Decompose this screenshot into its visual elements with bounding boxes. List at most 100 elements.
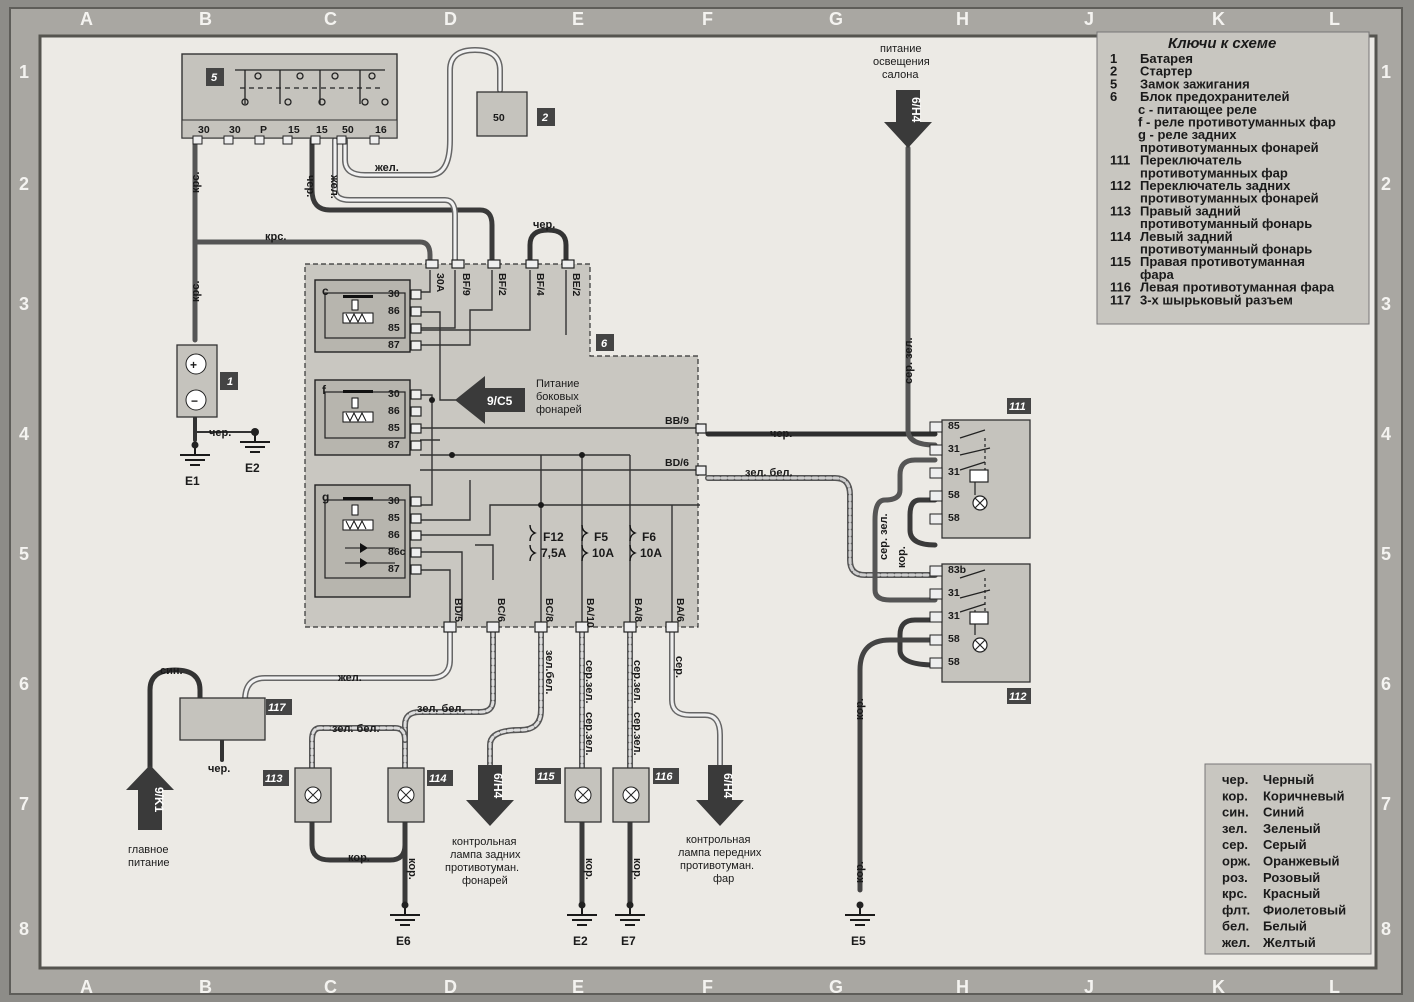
ignition-pin-pad xyxy=(369,135,380,145)
rear-label-1: контрольная xyxy=(452,836,517,848)
main-label-2: питание xyxy=(128,857,169,869)
relay-f-pin: 85 xyxy=(388,422,400,434)
wire-ser-zel-115-a: сер.зел. xyxy=(583,660,595,704)
grid-col-bottom-E: E xyxy=(572,977,584,997)
ignition-pin-pad xyxy=(310,135,321,145)
wire-kor-e2: кор. xyxy=(583,858,595,880)
wire-ser-zel-loop: сер. зел. xyxy=(878,513,890,560)
fuse-f6-value: 10A xyxy=(640,546,662,560)
arrow-side-lights: 9/C5 xyxy=(455,376,525,424)
color-name: Белый xyxy=(1263,919,1307,934)
ignition-pin-30: 30 xyxy=(229,124,241,136)
front-label-3: противотуман. xyxy=(680,860,754,872)
grid-col-bottom-A: A xyxy=(80,977,93,997)
relay-pin-pad xyxy=(410,423,422,434)
ground-label-E5: E5 xyxy=(851,934,866,948)
lamp-113: 113 xyxy=(263,767,332,823)
side-label-1: Питание xyxy=(536,378,579,390)
connector-117-num: 117 xyxy=(268,702,286,714)
relay-pin-pad xyxy=(410,496,422,507)
ground-label-E1: E1 xyxy=(185,474,200,488)
ignition-pin-30: 30 xyxy=(198,124,210,136)
grid-col-top-A: A xyxy=(80,9,93,29)
ignition-pin-15: 15 xyxy=(288,124,300,136)
lamp-116: 116 xyxy=(612,767,679,823)
labels: питание освещения салона Питание боковых… xyxy=(128,43,930,887)
fuse-bottom-pad xyxy=(534,621,548,633)
fuse-bottom-pin: BC/8 xyxy=(543,598,555,622)
wire-ser-zel-top: сер. зел. xyxy=(903,337,915,384)
arrow-front-lamp: 6/H4 xyxy=(696,765,744,826)
switch-pin-pad xyxy=(929,565,943,577)
grid-col-bottom-J: J xyxy=(1084,977,1094,997)
key-item-number: 2 xyxy=(1110,64,1117,79)
key-item-number: 114 xyxy=(1110,229,1132,244)
relay-g-pin: 87 xyxy=(388,563,400,575)
grid-row-left-1: 1 xyxy=(19,62,29,82)
ignition-pin-pad xyxy=(192,135,203,145)
relay-c xyxy=(314,279,411,353)
arrow-rear-lamp-label: 6/H4 xyxy=(491,773,505,799)
switch-pin-pad xyxy=(929,513,943,525)
starter-pin-50: 50 xyxy=(493,112,505,124)
relay-g-letter: g xyxy=(322,490,329,504)
main-label-1: главное xyxy=(128,844,168,856)
wire-krs-2: крс. xyxy=(265,231,286,243)
arrow-main-power: 9/K1 xyxy=(126,765,174,830)
ignition-pin-P: P xyxy=(260,124,267,136)
relay-pin-pad xyxy=(410,306,422,317)
wire-krs-3: крс. xyxy=(190,281,202,302)
grid-col-bottom-D: D xyxy=(444,977,457,997)
battery-1-num: 1 xyxy=(227,376,233,388)
fuse-top-pin: BE/2 xyxy=(570,273,582,297)
switch-pin-pad xyxy=(929,657,943,669)
connector-117: 117 xyxy=(179,697,292,741)
front-label-1: контрольная xyxy=(686,834,751,846)
color-abbrev: син. xyxy=(1222,805,1249,820)
switch-pin-pad xyxy=(929,467,943,479)
switch-pin: 58 xyxy=(948,633,960,645)
grid-col-top-H: H xyxy=(956,9,969,29)
lamp-113-num: 113 xyxy=(265,773,283,785)
color-name: Желтый xyxy=(1262,935,1316,950)
lamp-114-num: 114 xyxy=(429,773,447,785)
relay-pin-pad xyxy=(410,440,422,451)
key-item-number: 1 xyxy=(1110,51,1117,66)
key-item-text: Переключатель задних xyxy=(1140,178,1291,193)
wire-sin-117: син. xyxy=(160,665,183,677)
relay-pin-pad xyxy=(410,530,422,541)
grid-row-right-1: 1 xyxy=(1381,62,1391,82)
fuse-bottom-pin: BD/5 xyxy=(452,598,464,622)
wire-cher-117: чер. xyxy=(208,763,230,775)
color-name: Оранжевый xyxy=(1263,854,1340,869)
ground-label-E2: E2 xyxy=(245,461,260,475)
key-item-number: 117 xyxy=(1110,292,1131,307)
key-item-text: Правый задний xyxy=(1140,203,1241,218)
color-abbrev: крс. xyxy=(1222,886,1247,901)
arrow-interior-light: 6/H4 xyxy=(884,90,932,148)
fuse-top-pad xyxy=(425,259,439,269)
wires xyxy=(147,47,938,908)
wire-zel-bel-bd6: зел. бел. xyxy=(745,467,793,479)
key-item-text: Батарея xyxy=(1140,51,1193,66)
interior-label-2: освещения xyxy=(873,56,930,68)
relay-g-pin: 86c xyxy=(388,546,406,558)
key-item-number: 6 xyxy=(1110,89,1117,104)
key-item-text: f - реле противотуманных фар xyxy=(1138,115,1336,130)
arrow-rear-lamp: 6/H4 xyxy=(466,765,514,826)
grid-col-bottom-L: L xyxy=(1329,977,1340,997)
relay-pin-pad xyxy=(410,564,422,575)
grid-col-bottom-F: F xyxy=(702,977,713,997)
starter-2: 50 2 xyxy=(476,91,555,137)
relay-c-pin: 30 xyxy=(388,288,400,300)
wire-kor-loop: кор. xyxy=(896,546,908,568)
interior-label-3: салона xyxy=(882,69,919,81)
arrow-interior-label: 6/H4 xyxy=(909,97,923,123)
key-title: Ключи к схеме xyxy=(1168,35,1276,52)
key-item-number: 5 xyxy=(1110,76,1117,91)
starter-2-num: 2 xyxy=(541,112,548,124)
grid-col-top-D: D xyxy=(444,9,457,29)
